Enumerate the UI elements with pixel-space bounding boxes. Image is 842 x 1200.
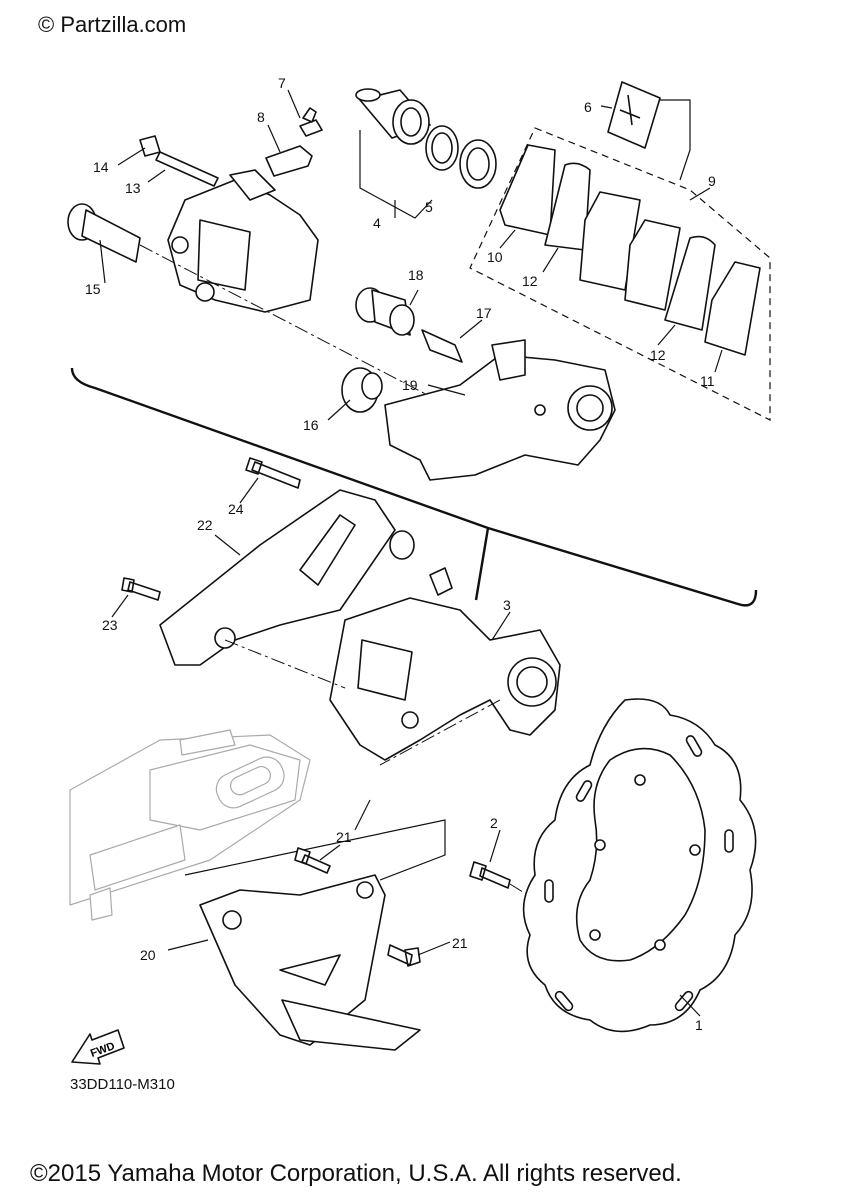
copyright-notice: ©2015 Yamaha Motor Corporation, U.S.A. A… <box>30 1160 682 1187</box>
callout-8: 8 <box>257 109 265 125</box>
boot <box>341 367 383 413</box>
callout-10: 10 <box>487 249 503 265</box>
pad-backing-plate <box>579 191 641 291</box>
callout-13: 13 <box>125 180 141 196</box>
callout-5: 5 <box>425 199 433 215</box>
callout-20: 20 <box>140 947 156 963</box>
bolt-21b <box>387 944 421 967</box>
callout-21b: 21 <box>452 935 468 951</box>
callout-11: 11 <box>700 373 715 389</box>
pad-shim-10 <box>499 144 556 236</box>
forward-arrow-icon: FWD <box>71 1029 125 1065</box>
swingarm-outline <box>69 729 311 921</box>
callout-17: 17 <box>476 305 492 321</box>
caliper-body-upper <box>167 169 319 313</box>
callout-9: 9 <box>708 173 716 189</box>
caliper-bracket-upper <box>384 339 616 481</box>
pad-spring <box>607 81 661 149</box>
pad-shim-11 <box>704 261 761 356</box>
brake-pad-12b <box>664 235 716 331</box>
slide-pin <box>67 203 141 263</box>
diagram-code: 33DD110-M310 <box>70 1076 175 1093</box>
callouts: 1 2 3 4 5 6 7 8 9 10 11 12 12 13 14 15 1… <box>85 75 716 1033</box>
bolt-24 <box>245 457 301 489</box>
brake-disc-1 <box>522 698 757 1033</box>
caliper-assembly-3 <box>329 567 561 761</box>
callout-24: 24 <box>228 501 244 517</box>
callout-12b: 12 <box>650 347 666 363</box>
callout-23: 23 <box>102 617 118 633</box>
bolt-17 <box>421 329 463 363</box>
leader-lines <box>99 89 723 1017</box>
pad-kit-boundary <box>469 127 771 421</box>
callout-2: 2 <box>490 815 498 831</box>
bleed-cap <box>265 145 313 177</box>
callout-1: 1 <box>695 1017 703 1033</box>
pad-backing-plate-2 <box>624 219 681 311</box>
assembly-brace-stem <box>474 527 490 601</box>
bolt-2 <box>469 861 511 889</box>
bolt-23 <box>121 577 161 601</box>
pin-plug <box>139 135 161 157</box>
piston-seal <box>425 125 459 171</box>
bolt-21a <box>294 847 331 874</box>
watermark: © Partzilla.com <box>38 12 187 37</box>
disc-guard-22 <box>159 489 415 666</box>
callout-14: 14 <box>93 159 109 175</box>
callout-19: 19 <box>402 377 418 393</box>
callout-22: 22 <box>197 517 213 533</box>
callout-3: 3 <box>503 597 511 613</box>
callout-6: 6 <box>584 99 592 115</box>
bleed-screw <box>299 107 323 137</box>
piston <box>355 88 431 145</box>
sleeve-18 <box>355 287 415 336</box>
callout-4: 4 <box>373 215 381 231</box>
callout-18: 18 <box>408 267 424 283</box>
callout-12a: 12 <box>522 273 538 289</box>
callout-7: 7 <box>278 75 286 91</box>
callout-21a: 21 <box>336 829 352 845</box>
callout-15: 15 <box>85 281 101 297</box>
dust-seal <box>459 139 497 189</box>
disc-guard-20 <box>199 874 421 1051</box>
pad-pin <box>155 151 219 187</box>
callout-16: 16 <box>303 417 319 433</box>
